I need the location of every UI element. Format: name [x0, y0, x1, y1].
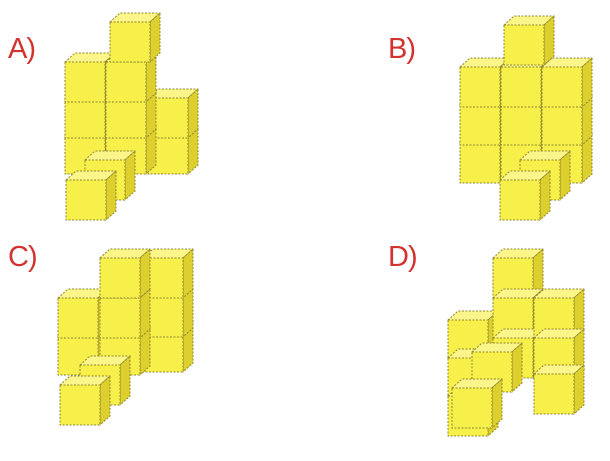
cube-side-face	[581, 57, 593, 108]
cube-side-face	[187, 88, 199, 139]
option-c-label: C)	[8, 241, 38, 273]
cube-front-face	[503, 24, 545, 66]
option-b-cube-figure	[459, 15, 593, 221]
cube-side-face	[543, 15, 555, 66]
cube-front-face	[492, 257, 534, 299]
cube	[59, 375, 111, 426]
cube-side-face	[124, 150, 136, 201]
cube-front-face	[541, 66, 583, 108]
cube-front-face	[105, 97, 147, 139]
cube-front-face	[533, 373, 575, 415]
cube-side-face	[511, 342, 523, 393]
cube-front-face	[109, 21, 151, 63]
cube	[65, 170, 117, 221]
option-d-cube-figure	[447, 248, 585, 437]
cube-front-face	[451, 387, 493, 429]
cube-front-face	[459, 66, 501, 108]
cube-front-face	[65, 179, 107, 221]
cube-front-face	[105, 61, 147, 103]
cube-front-face	[59, 384, 101, 426]
cube-side-face	[105, 170, 117, 221]
cube	[471, 342, 523, 393]
cube-front-face	[64, 97, 106, 139]
cube-front-face	[533, 297, 575, 339]
cube	[499, 170, 551, 221]
cube	[451, 378, 503, 429]
cube-front-face	[459, 142, 501, 184]
cube-front-face	[99, 297, 141, 339]
cube-side-face	[573, 364, 585, 415]
cube-front-face	[500, 104, 542, 146]
cube	[492, 248, 544, 299]
cube-front-face	[499, 179, 541, 221]
cube-side-face	[139, 248, 151, 299]
cube	[533, 288, 585, 339]
cube-side-face	[491, 378, 503, 429]
option-b-label: B)	[388, 33, 416, 65]
cube-front-face	[64, 61, 106, 103]
cube	[503, 15, 555, 66]
cube-front-face	[500, 66, 542, 108]
option-c-cube-figure	[57, 248, 194, 426]
cube-side-face	[119, 355, 131, 406]
cube-front-face	[57, 297, 99, 339]
option-d-label: D)	[388, 241, 418, 273]
cube-front-face	[492, 297, 534, 339]
option-a-cube-figure	[64, 12, 199, 221]
cube-side-face	[539, 170, 551, 221]
cube-front-face	[459, 104, 501, 146]
cube-front-face	[541, 104, 583, 146]
cube-side-face	[559, 150, 571, 201]
cube	[541, 57, 593, 108]
cube-side-face	[149, 12, 161, 63]
cube	[99, 248, 151, 299]
cube-front-face	[99, 257, 141, 299]
cube-side-face	[99, 375, 111, 426]
cube	[533, 364, 585, 415]
cube-side-face	[182, 248, 194, 299]
cube	[109, 12, 161, 63]
option-a-label: A)	[8, 33, 36, 65]
